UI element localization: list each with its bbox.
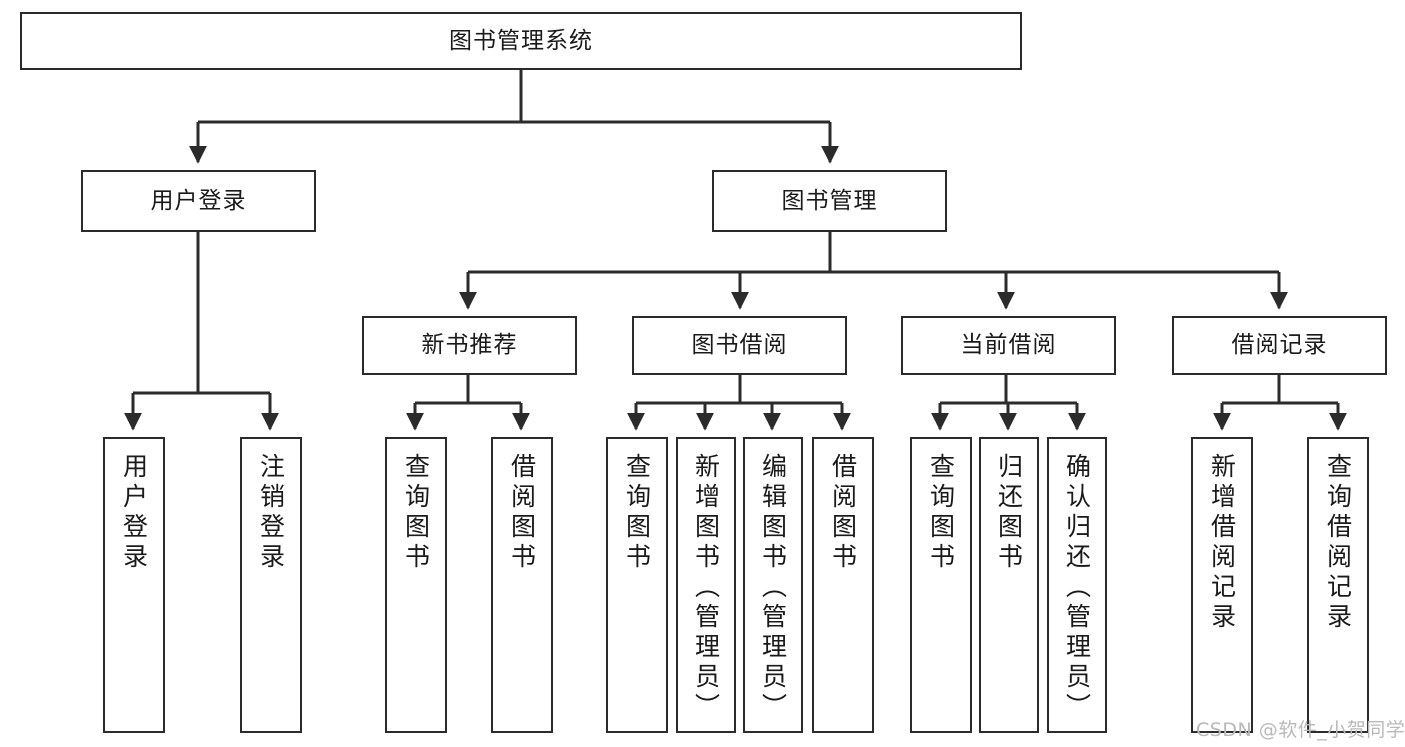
- node-new-book-recommend-label: 新书推荐: [421, 332, 518, 359]
- node-leaf-query-book-2-label: 查询图书: [622, 453, 652, 573]
- node-leaf-borrow-book-2[interactable]: 借阅图书: [812, 437, 874, 733]
- node-leaf-user-login[interactable]: 用户登录: [103, 437, 165, 733]
- node-leaf-query-record[interactable]: 查询借阅记录: [1307, 437, 1369, 733]
- node-leaf-borrow-book-1[interactable]: 借阅图书: [491, 437, 553, 733]
- node-root-label: 图书管理系统: [449, 27, 593, 54]
- node-current-borrow-label: 当前借阅: [960, 332, 1057, 359]
- node-new-book-recommend[interactable]: 新书推荐: [362, 316, 577, 375]
- node-book-borrow-label: 图书借阅: [691, 332, 788, 359]
- node-leaf-query-book-3-label: 查询图书: [926, 453, 956, 573]
- node-borrow-record[interactable]: 借阅记录: [1172, 316, 1387, 375]
- node-leaf-query-book-2[interactable]: 查询图书: [606, 437, 668, 733]
- node-leaf-query-book-3[interactable]: 查询图书: [910, 437, 972, 733]
- node-leaf-edit-book-label: 编辑图书（管理员）: [758, 453, 788, 723]
- node-leaf-return-book[interactable]: 归还图书: [979, 437, 1039, 733]
- node-leaf-borrow-book-2-label: 借阅图书: [828, 453, 858, 573]
- node-leaf-borrow-book-1-label: 借阅图书: [507, 453, 537, 573]
- node-leaf-confirm-return-label: 确认归还（管理员）: [1062, 453, 1092, 723]
- node-book-management-label: 图书管理: [781, 187, 878, 214]
- node-root[interactable]: 图书管理系统: [20, 12, 1022, 70]
- node-current-borrow[interactable]: 当前借阅: [901, 316, 1116, 375]
- node-leaf-query-book-1[interactable]: 查询图书: [385, 437, 447, 733]
- node-leaf-query-record-label: 查询借阅记录: [1323, 453, 1353, 633]
- node-leaf-query-book-1-label: 查询图书: [401, 453, 431, 573]
- node-leaf-add-record[interactable]: 新增借阅记录: [1191, 437, 1253, 733]
- node-user-login[interactable]: 用户登录: [81, 170, 316, 232]
- node-leaf-logout-login[interactable]: 注销登录: [240, 437, 302, 733]
- node-user-login-label: 用户登录: [150, 187, 247, 214]
- node-leaf-edit-book[interactable]: 编辑图书（管理员）: [743, 437, 803, 733]
- node-leaf-logout-login-label: 注销登录: [256, 453, 286, 573]
- node-leaf-return-book-label: 归还图书: [994, 453, 1024, 573]
- node-leaf-add-record-label: 新增借阅记录: [1207, 453, 1237, 633]
- node-leaf-add-book-label: 新增图书（管理员）: [691, 453, 721, 723]
- node-book-borrow[interactable]: 图书借阅: [632, 316, 847, 375]
- node-leaf-user-login-label: 用户登录: [119, 453, 149, 573]
- node-leaf-confirm-return[interactable]: 确认归还（管理员）: [1047, 437, 1107, 733]
- node-leaf-add-book[interactable]: 新增图书（管理员）: [676, 437, 736, 733]
- csdn-watermark: CSDN @软件_小贺同学: [1196, 719, 1405, 741]
- node-borrow-record-label: 借阅记录: [1231, 332, 1328, 359]
- node-book-management[interactable]: 图书管理: [712, 170, 947, 232]
